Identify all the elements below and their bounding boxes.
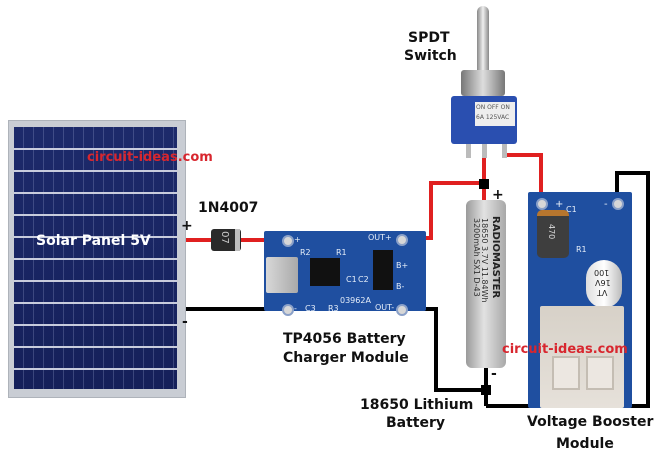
charger-ic bbox=[310, 258, 340, 286]
switch-marking-line2: 6A 125VAC bbox=[476, 114, 510, 121]
cap-marking-line2: 16V bbox=[595, 278, 611, 287]
cap-marking-line1: 100 bbox=[594, 268, 610, 277]
wire-charger-out-minus-to-battery bbox=[418, 307, 486, 392]
silk-out-plus: OUT+ bbox=[368, 233, 392, 242]
diode-marking: 07 bbox=[218, 231, 230, 244]
panel-grid-line bbox=[14, 258, 177, 260]
junction-negative bbox=[481, 385, 491, 395]
electrolytic-capacitor: 100 16V VT bbox=[586, 260, 622, 308]
booster-label-line2: Module bbox=[556, 436, 614, 452]
toggle-lever bbox=[477, 6, 489, 72]
panel-minus-sign: - bbox=[182, 314, 188, 330]
panel-grid-line bbox=[14, 302, 177, 304]
silk-c3: C3 bbox=[305, 304, 316, 313]
switch-marking-line1: ON OFF ON bbox=[476, 104, 510, 111]
panel-plus-sign: + bbox=[181, 218, 193, 234]
switch-label-line1: SPDT bbox=[408, 30, 450, 46]
diode-label: 1N4007 bbox=[198, 200, 259, 216]
inductor: 470 bbox=[537, 210, 569, 258]
silk-c1: C1 bbox=[346, 275, 357, 284]
silk-b-plus: B+ bbox=[396, 261, 409, 270]
panel-grid-line bbox=[14, 346, 177, 348]
usb-a-port bbox=[540, 306, 624, 408]
silk-c2: C2 bbox=[358, 275, 369, 284]
usb-slot bbox=[552, 356, 580, 390]
booster-in-plus-pad bbox=[536, 198, 548, 210]
charger-out-minus-pad bbox=[396, 304, 408, 316]
charger-out-plus-pad bbox=[396, 234, 408, 246]
panel-grid-line bbox=[14, 214, 177, 216]
inductor-marking: 470 bbox=[547, 224, 556, 240]
charger-in-minus-pad bbox=[282, 304, 294, 316]
diode-cathode-band bbox=[235, 229, 240, 251]
switch-pin bbox=[482, 144, 487, 158]
booster-silk-minus: - bbox=[604, 199, 608, 210]
silk-r1: R1 bbox=[336, 248, 347, 257]
panel-grid-line bbox=[14, 192, 177, 194]
silk-r2: R2 bbox=[300, 248, 311, 257]
silk-b-minus: B- bbox=[396, 282, 405, 291]
booster-silk-r1: R1 bbox=[576, 245, 587, 254]
panel-grid-line bbox=[14, 236, 177, 238]
usb-slot bbox=[586, 356, 614, 390]
solar-panel bbox=[14, 127, 177, 389]
silk-r3: R3 bbox=[328, 304, 339, 313]
booster-silk-plus: + bbox=[555, 199, 564, 210]
booster-in-minus-pad bbox=[612, 198, 624, 210]
panel-grid-line bbox=[14, 324, 177, 326]
battery-minus-sign: - bbox=[491, 366, 497, 382]
booster-silk-c1: C1 bbox=[566, 205, 577, 214]
battery-spec-line1: 18650 3.7V 11.84Wh bbox=[480, 218, 489, 303]
junction-positive bbox=[479, 179, 489, 189]
panel-grid-line bbox=[14, 280, 177, 282]
battery-brand: RADIOMASTER bbox=[490, 216, 501, 299]
battery-label-line1: 18650 Lithium bbox=[360, 397, 474, 413]
diode bbox=[211, 229, 241, 251]
silk-chip-code: 03962A bbox=[340, 296, 371, 305]
switch-nut bbox=[461, 70, 505, 96]
charger-label-line2: Charger Module bbox=[283, 350, 409, 366]
silk-out-minus: OUT- bbox=[375, 303, 395, 312]
silk-minus: - bbox=[294, 304, 297, 313]
panel-grid-line bbox=[14, 148, 177, 150]
panel-grid-line bbox=[14, 368, 177, 370]
solar-panel-label: Solar Panel 5V bbox=[36, 233, 151, 249]
battery-plus-sign: + bbox=[492, 187, 504, 203]
silk-plus: + bbox=[294, 235, 301, 244]
battery-label-line2: Battery bbox=[386, 415, 446, 431]
cap-marking-line3: VT bbox=[597, 288, 608, 297]
wire-switch-to-booster-plus bbox=[504, 153, 543, 206]
switch-rating-label: ON OFF ON 6A 125VAC bbox=[475, 102, 515, 126]
panel-grid-line bbox=[14, 170, 177, 172]
switch-label-line2: Switch bbox=[404, 48, 457, 64]
switch-pin bbox=[466, 144, 471, 158]
micro-usb-port bbox=[266, 257, 298, 293]
watermark: circuit-ideas.com bbox=[87, 150, 213, 165]
protection-ic bbox=[373, 250, 393, 290]
battery-spec-line2: 3200mAh SX1 D-43 bbox=[472, 218, 481, 297]
battery-18650 bbox=[466, 200, 506, 368]
charger-in-plus-pad bbox=[282, 235, 294, 247]
charger-label-line1: TP4056 Battery bbox=[283, 331, 406, 347]
switch-pin bbox=[502, 144, 507, 158]
watermark: circuit-ideas.com bbox=[502, 342, 628, 357]
booster-label-line1: Voltage Booster bbox=[527, 414, 654, 430]
battery-print: RADIOMASTER 18650 3.7V 11.84Wh 3200mAh S… bbox=[472, 210, 502, 360]
